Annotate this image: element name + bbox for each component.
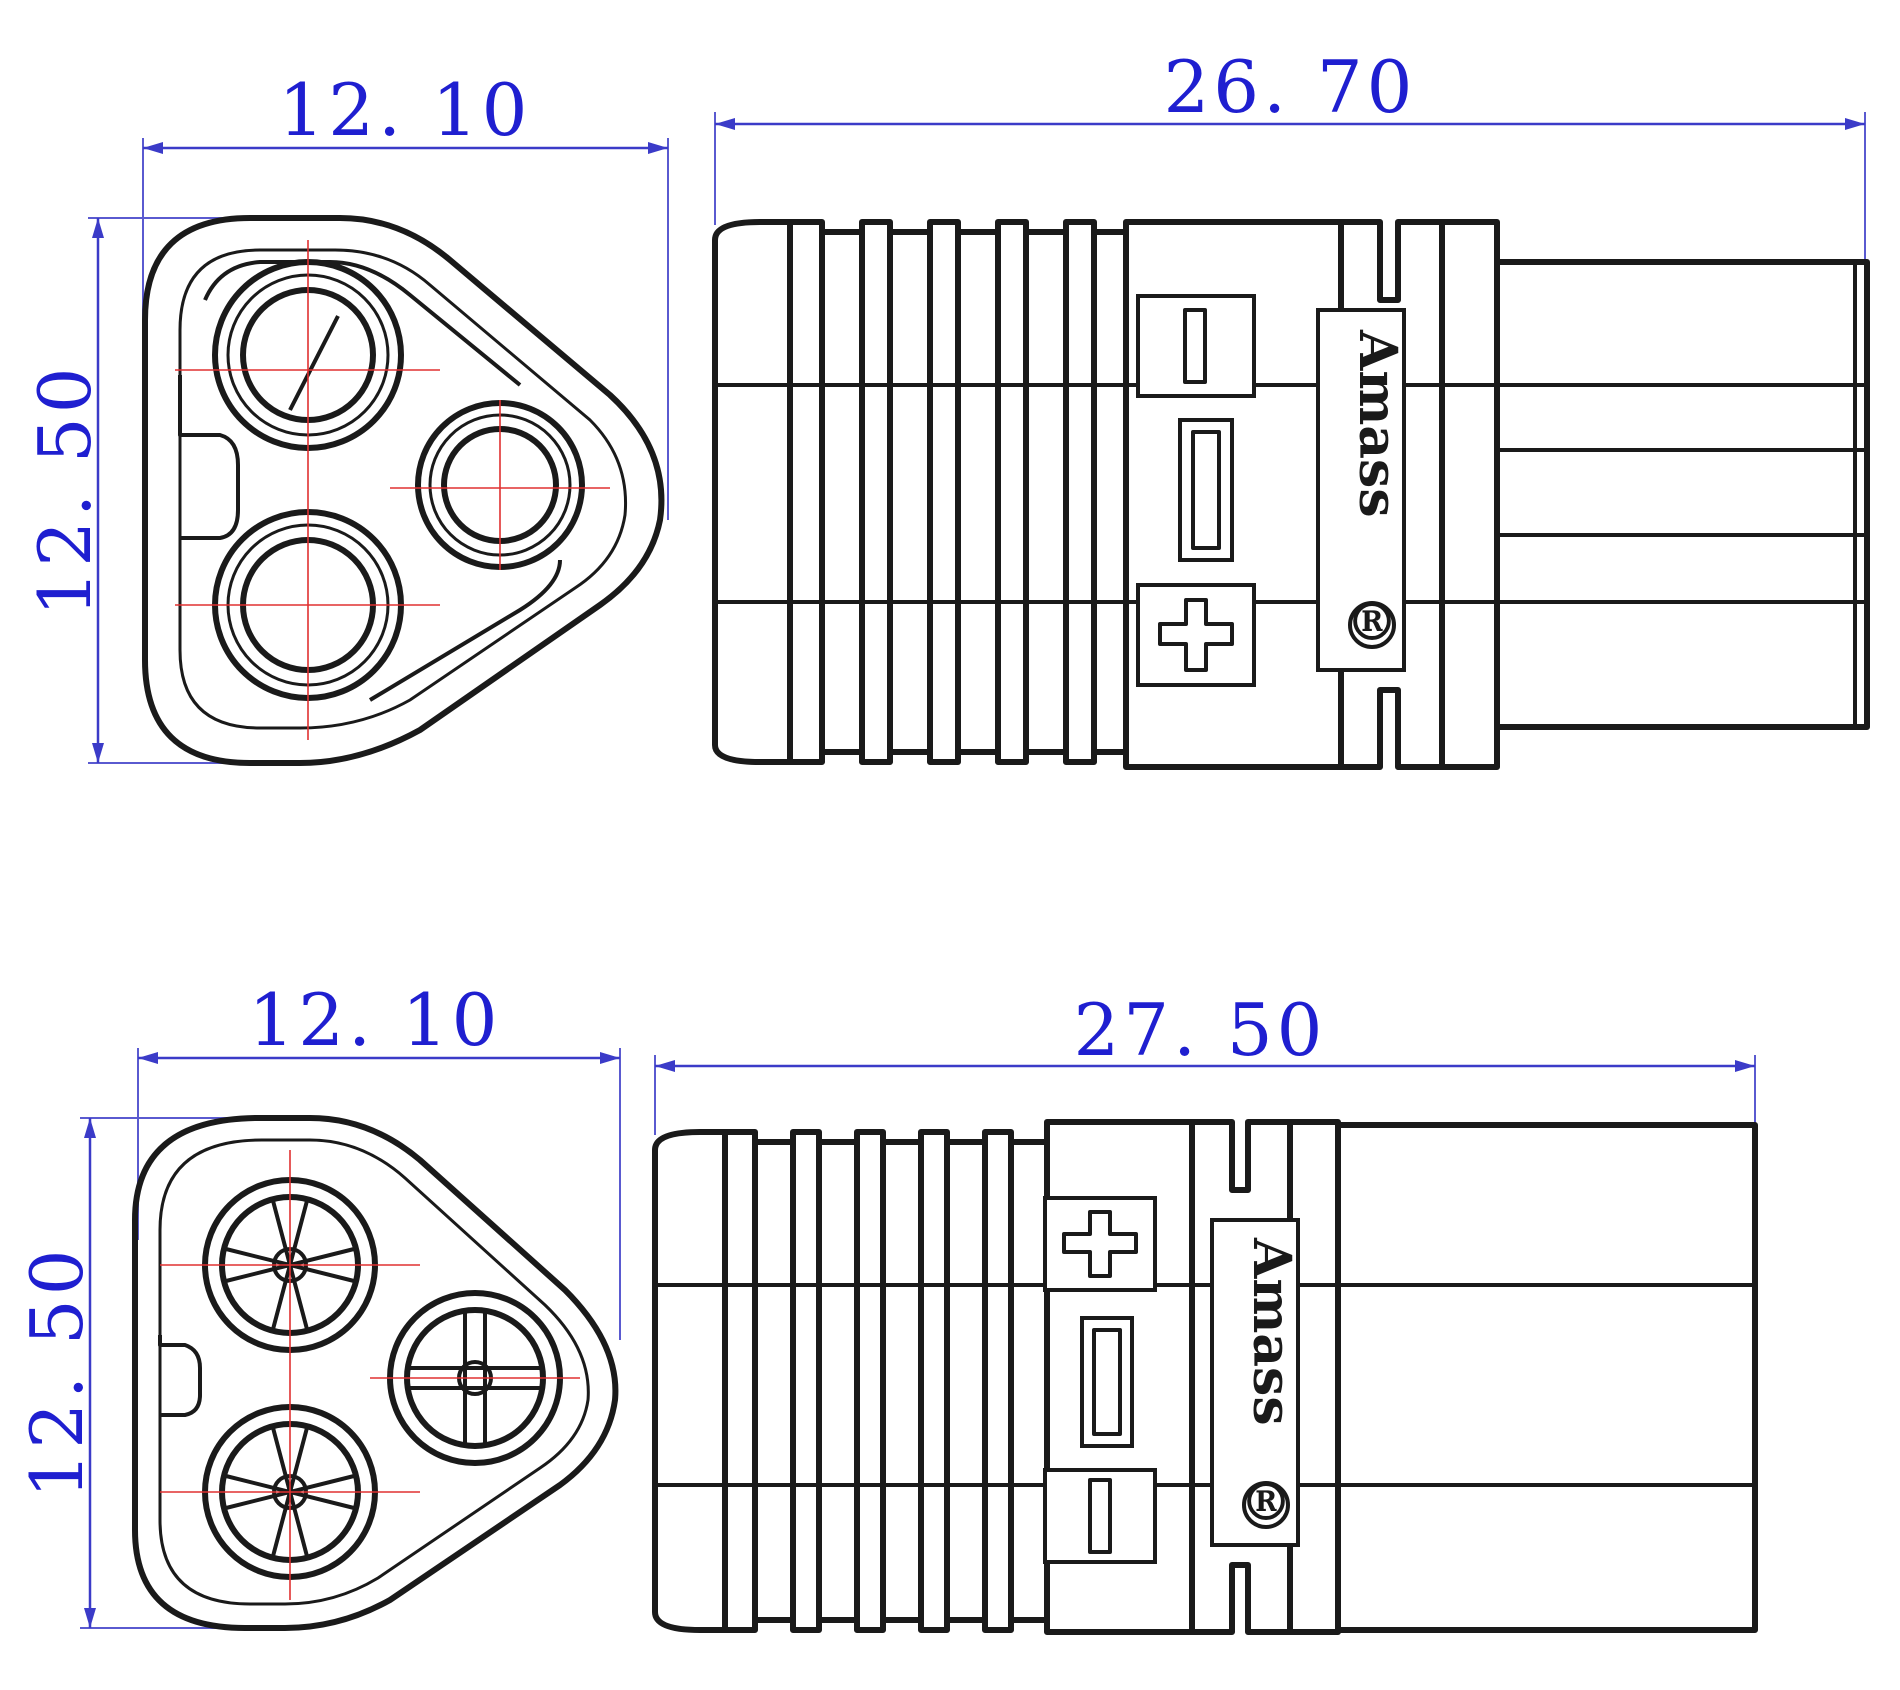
bottom-body	[1044, 1119, 1195, 1635]
top-front-width-label: 12. 10	[278, 68, 531, 152]
top-brand-text: Amass	[1347, 329, 1408, 518]
bottom-front-height-label: 12. 50	[15, 1245, 99, 1498]
top-grip-ribs	[787, 219, 1129, 765]
top-registered-mark: ®	[1346, 592, 1398, 653]
bottom-front-view: 12. 10 12. 50	[15, 978, 621, 1631]
top-side-length-label: 26. 70	[1163, 45, 1416, 129]
bottom-front-centerlines	[160, 1150, 580, 1600]
bottom-registered-mark: ®	[1240, 1472, 1292, 1533]
top-front-height-label: 12. 50	[23, 363, 107, 616]
bottom-front-width-label: 12. 10	[248, 978, 501, 1062]
bottom-brand-text: Amass	[1241, 1237, 1302, 1426]
bottom-side-view: 27. 50	[652, 988, 1758, 1635]
top-pin-section	[1494, 259, 1870, 730]
top-front-centerlines	[175, 240, 610, 740]
top-brand-plate	[1316, 308, 1406, 672]
top-side-view: 26. 70	[712, 45, 1870, 770]
bottom-pin-section	[1335, 1122, 1758, 1633]
bottom-front-housing	[132, 1115, 619, 1631]
top-front-housing	[142, 215, 665, 766]
bottom-side-length-label: 27. 50	[1073, 988, 1326, 1072]
top-front-view: 12. 10 12. 50	[23, 68, 669, 766]
bottom-grip-ribs	[722, 1129, 1050, 1633]
